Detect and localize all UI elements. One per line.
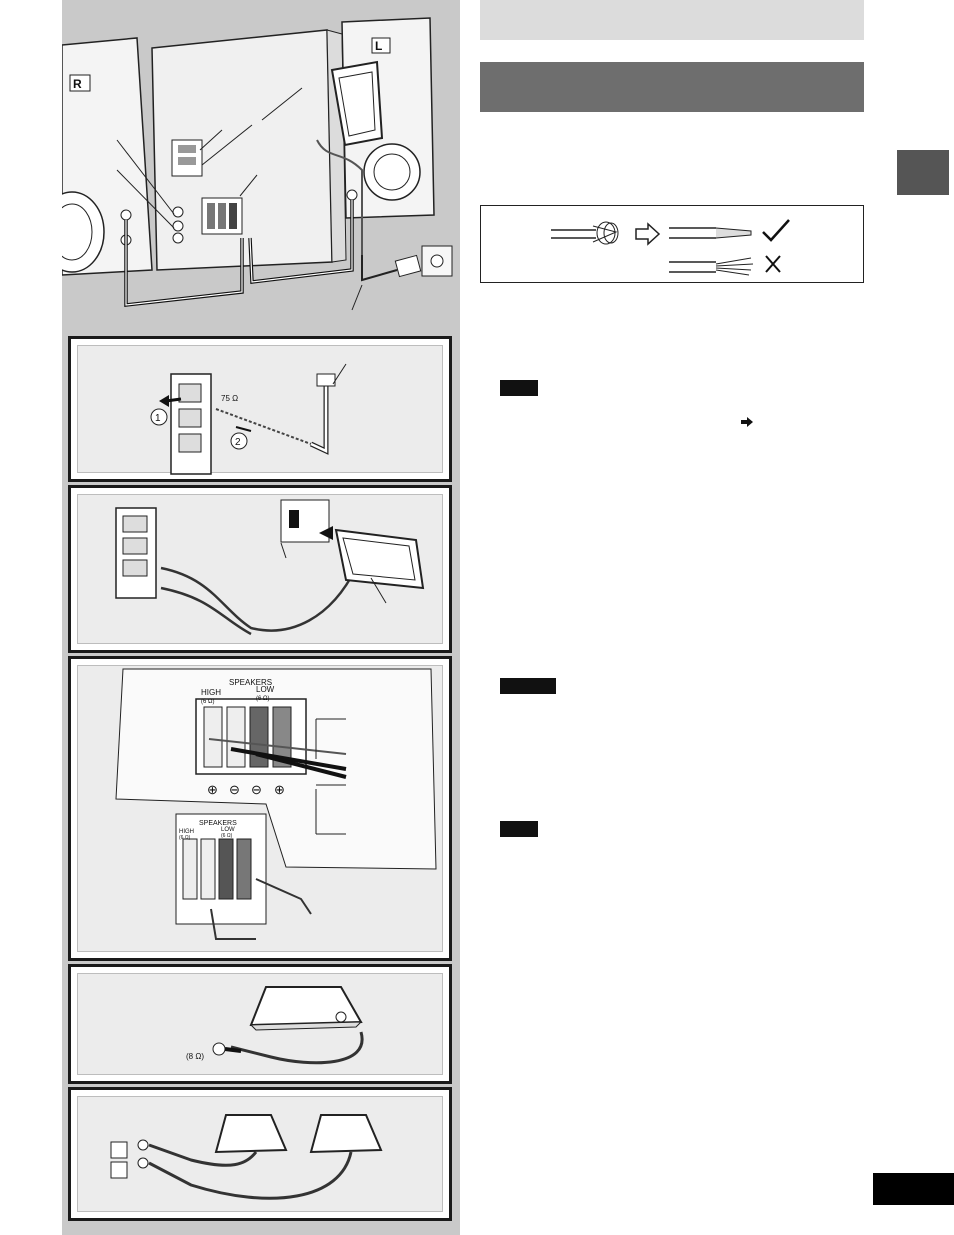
wire-preparation-box: [480, 205, 864, 283]
subwoofer-illustration: (8 Ω): [186, 986, 364, 1065]
subwoofer-panel: (8 Ω): [68, 964, 452, 1084]
subwoofer-impedance-label: (8 Ω): [186, 1052, 204, 1061]
right-arrow-icon: [740, 416, 754, 428]
speakers-title: SPEAKERS: [229, 678, 272, 687]
header-bar: [480, 0, 864, 40]
inset-high-impedance: (6 Ω): [179, 835, 191, 841]
polarity-4: ⊕: [274, 782, 285, 797]
inset-high-label: HIGH: [179, 829, 194, 835]
high-label: HIGH: [201, 688, 221, 697]
low-label: LOW: [256, 685, 275, 694]
surround-speakers-illustration: [110, 1114, 383, 1200]
fm-impedance-label: 75 Ω: [221, 394, 238, 403]
wire-twisting-illustration: [551, 219, 790, 276]
surround-speakers-panel: [68, 1087, 452, 1221]
am-loop-antenna-illustration: [115, 499, 425, 636]
note-tag: [500, 380, 538, 396]
fm-antenna-illustration: 1 2 75 Ω: [150, 363, 347, 475]
fm-antenna-panel: 1 2 75 Ω: [68, 336, 452, 482]
illustration-column: R L 1 2 75 Ω: [62, 0, 460, 1235]
fm-step-2: 2: [235, 437, 241, 448]
polarity-3: ⊖: [251, 782, 262, 797]
fm-step-1: 1: [155, 413, 161, 424]
speaker-terminals-illustration: SPEAKERS HIGH (6 Ω) LOW (6 Ω) ⊕ ⊖ ⊖ ⊕ SP…: [115, 668, 437, 940]
check-icon: [762, 219, 790, 242]
right-speaker-label: R: [73, 77, 82, 91]
caution-tag: [500, 678, 556, 694]
rear-panel-overview-illustration: R L: [62, 17, 453, 311]
speaker-terminals-panel: SPEAKERS HIGH (6 Ω) LOW (6 Ω) ⊕ ⊖ ⊖ ⊕ SP…: [68, 656, 452, 961]
hollow-right-arrow-icon: [635, 222, 661, 246]
inset-low-impedance: (6 Ω): [221, 833, 233, 839]
note-tag-2: [500, 821, 538, 837]
left-speaker-label: L: [375, 39, 382, 53]
cross-icon: [765, 255, 781, 273]
high-impedance: (6 Ω): [201, 699, 215, 705]
page-number-tab: [873, 1173, 954, 1205]
low-impedance: (6 Ω): [256, 696, 270, 702]
polarity-1: ⊕: [207, 782, 218, 797]
am-loop-antenna-panel: [68, 485, 452, 653]
side-index-tab: [897, 150, 949, 195]
inset-low-label: LOW: [221, 827, 235, 833]
inset-speakers-title: SPEAKERS: [199, 820, 237, 827]
section-title-bar: [480, 62, 864, 112]
polarity-2: ⊖: [229, 782, 240, 797]
